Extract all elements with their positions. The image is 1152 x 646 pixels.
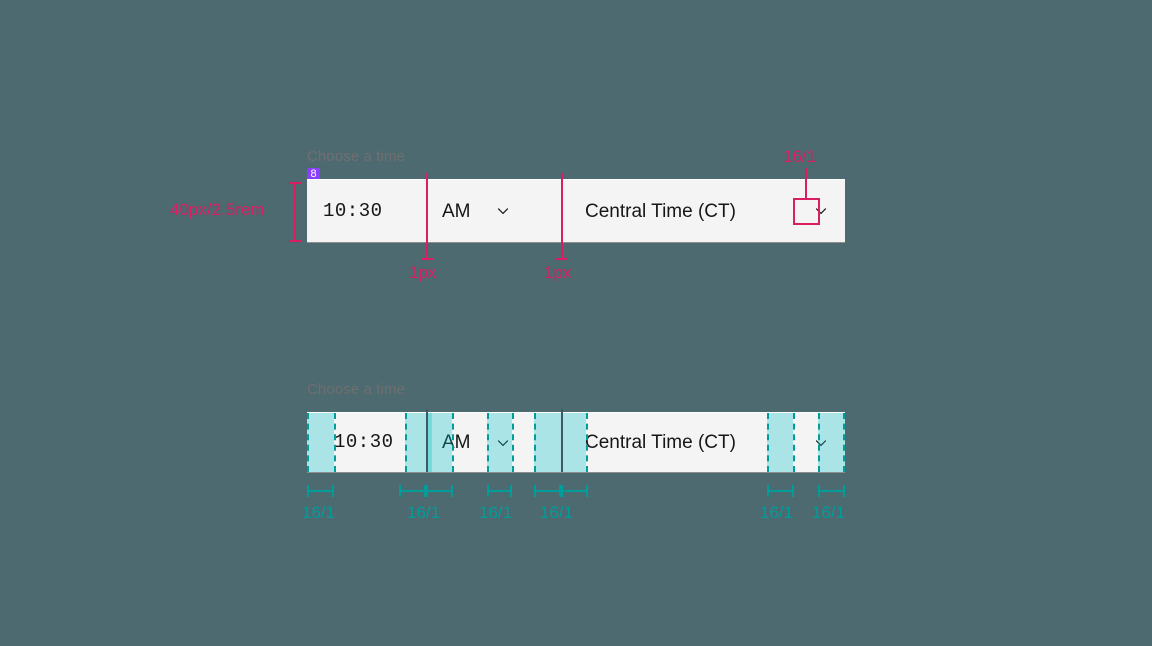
meridiem-value: AM — [442, 432, 471, 453]
annotation-height: 40px/2.5rem — [170, 200, 265, 219]
spacing-bracket — [767, 485, 794, 497]
spacing-band — [487, 413, 512, 472]
annotation-divider-2: 1px — [544, 263, 572, 282]
timezone-select-segment[interactable]: Central Time (CT) — [561, 413, 845, 472]
chevron-callout-box — [793, 198, 820, 225]
spacing-bracket — [399, 485, 426, 497]
spacing-bracket — [426, 485, 453, 497]
segment-divider — [561, 409, 563, 472]
spacing-bracket — [561, 485, 588, 497]
height-measure-bar — [289, 182, 301, 242]
meridiem-value: AM — [442, 200, 471, 222]
spacing-bracket — [534, 485, 561, 497]
time-value: 10:30 — [334, 431, 394, 453]
spacing-bracket — [487, 485, 512, 497]
spacing-guide — [405, 413, 407, 472]
spacing-band — [307, 413, 334, 472]
token-badge: 8 — [307, 168, 320, 181]
spacing-band — [561, 413, 586, 472]
chevron-down-icon[interactable] — [495, 203, 511, 219]
time-picker-top[interactable]: 10:30 AM Central Time (CT) — [307, 179, 845, 243]
spacing-guide — [487, 413, 489, 472]
spacing-guide — [512, 413, 514, 472]
spacing-band — [534, 413, 561, 472]
spacing-label: 16/1 — [479, 503, 513, 522]
segment-divider — [426, 409, 428, 472]
timezone-value: Central Time (CT) — [585, 432, 736, 453]
annotation-chevron-size: 16/1 — [783, 147, 817, 166]
timezone-value: Central Time (CT) — [585, 200, 736, 222]
spacing-label: 16/1 — [540, 503, 574, 522]
chevron-down-icon[interactable] — [813, 435, 829, 451]
spacing-band — [818, 413, 845, 472]
annotation-divider-1: 1px — [409, 263, 437, 282]
chevron-down-icon[interactable] — [495, 435, 511, 451]
meridiem-select-segment[interactable]: AM — [426, 413, 561, 472]
chevron-down-icon[interactable] — [813, 203, 829, 219]
spacing-label: 16/1 — [760, 503, 794, 522]
divider-marker-2 — [556, 173, 568, 260]
spacing-guide — [818, 413, 820, 472]
spacing-band — [426, 413, 452, 472]
spacing-guide — [586, 413, 588, 472]
spacing-guide — [793, 413, 795, 472]
spacing-guide — [334, 413, 336, 472]
time-picker-top-label: Choose a time — [307, 148, 406, 165]
time-picker-bottom[interactable]: 10:30 AM Central Time (CT) — [307, 409, 845, 473]
spacing-guide — [843, 413, 845, 472]
spacing-label: 16/1 — [812, 503, 846, 522]
spacing-label: 16/1 — [302, 503, 336, 522]
spacing-guide — [534, 413, 536, 472]
spacing-bracket — [307, 485, 334, 497]
time-value: 10:30 — [323, 199, 383, 222]
spacing-guide — [307, 413, 309, 472]
chevron-callout-leader — [805, 168, 807, 200]
spacing-guide — [452, 413, 454, 472]
spacing-band — [767, 413, 793, 472]
time-picker-bottom-label: Choose a time — [307, 381, 406, 398]
meridiem-select-segment[interactable]: AM — [426, 180, 561, 242]
time-input-segment[interactable]: 10:30 — [307, 180, 426, 242]
spacing-guide — [767, 413, 769, 472]
timezone-select-segment[interactable]: Central Time (CT) — [561, 180, 845, 242]
spacing-label: 16/1 — [407, 503, 441, 522]
spacing-bracket — [818, 485, 845, 497]
divider-marker-1 — [421, 173, 433, 260]
